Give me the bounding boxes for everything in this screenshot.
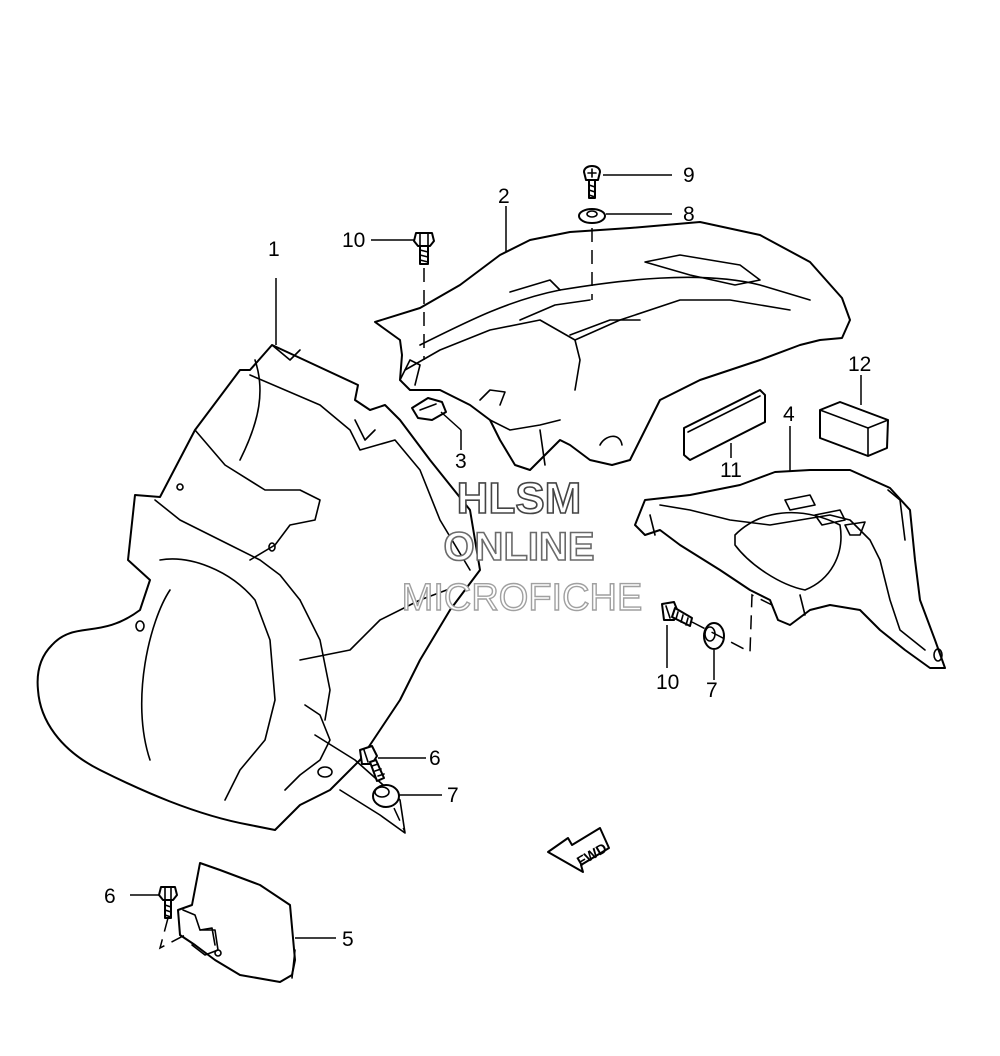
- part-2-rear-fender[interactable]: [374, 221, 851, 471]
- watermark-line-3: MICROFICHE: [402, 577, 643, 619]
- callout-2: 2: [498, 185, 510, 208]
- part-5-mud-flap[interactable]: [177, 862, 296, 983]
- part-7-spacer-center[interactable]: [372, 784, 400, 808]
- part-4-fender-bracket[interactable]: [634, 469, 946, 669]
- callout-6-lower: 6: [104, 885, 116, 908]
- callout-10-upper: 10: [342, 229, 365, 252]
- part-1-inner-fender[interactable]: [36, 344, 481, 834]
- callout-5: 5: [342, 928, 354, 951]
- watermark-line-1: HLSM: [457, 474, 582, 523]
- callout-11: 11: [720, 459, 742, 482]
- part-10-bolt-upper[interactable]: [413, 232, 435, 265]
- part-10-bolt-lower[interactable]: [661, 601, 693, 627]
- callout-12: 12: [848, 353, 871, 376]
- callout-10-lower: 10: [656, 671, 679, 694]
- part-3-clip-nut[interactable]: [411, 397, 447, 421]
- callout-3: 3: [455, 450, 467, 473]
- part-12-cushion[interactable]: [819, 401, 889, 457]
- part-8-grommet[interactable]: [578, 208, 606, 224]
- callout-4: 4: [783, 403, 795, 426]
- part-9-screw[interactable]: [583, 165, 601, 199]
- callout-6-center: 6: [429, 747, 441, 770]
- callout-labels: 1 2 3 4 5 6 6 7 7 8 9 10 10 11 12: [104, 164, 871, 951]
- part-11-reflector[interactable]: [683, 389, 766, 461]
- part-6-bolt-lower[interactable]: [158, 886, 178, 919]
- assembly-lines: [158, 228, 773, 950]
- watermark-line-2: ONLINE: [443, 525, 594, 569]
- callout-1: 1: [268, 238, 280, 261]
- watermark: HLSM ONLINE MICROFICHE: [401, 473, 643, 620]
- leader-lines: [130, 174, 862, 939]
- callout-7-right: 7: [706, 679, 718, 702]
- part-6-bolt-center[interactable]: [359, 745, 385, 782]
- callout-8: 8: [683, 203, 695, 226]
- callout-9: 9: [683, 164, 695, 187]
- fwd-direction-marker: FWD: [547, 827, 610, 873]
- part-7-spacer-right[interactable]: [703, 622, 725, 650]
- callout-7-center: 7: [447, 784, 459, 807]
